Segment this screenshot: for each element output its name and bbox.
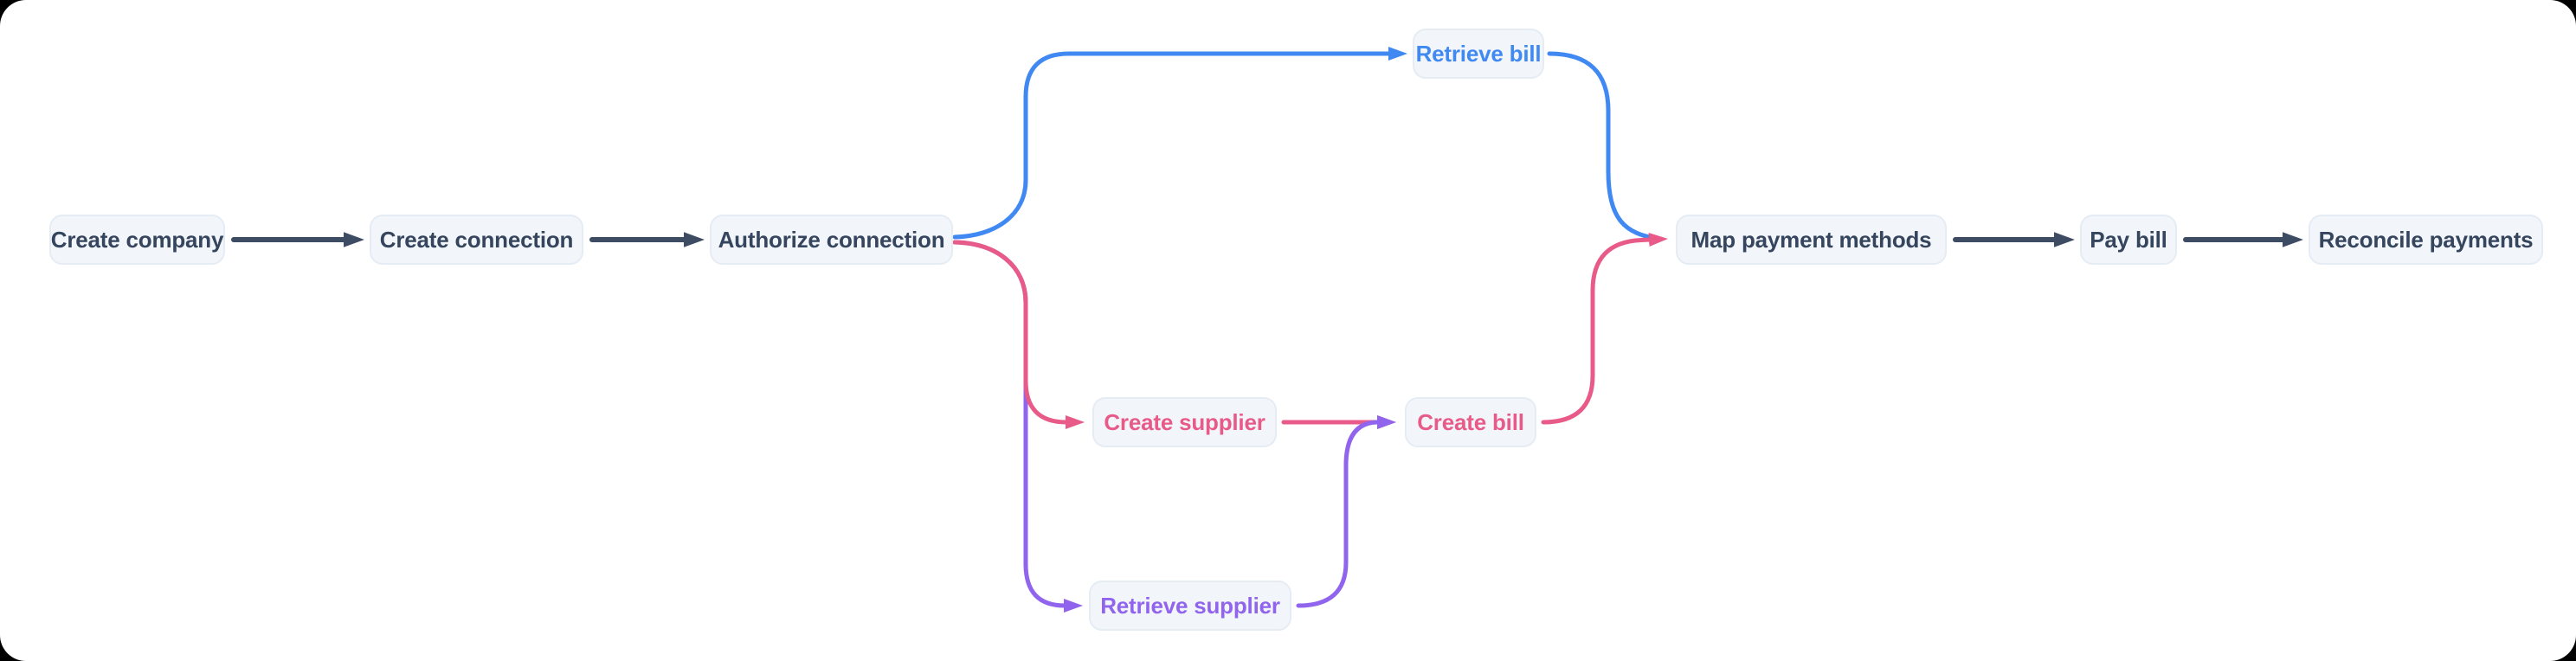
edge-authorize-connection-to-create-supplier (952, 240, 1085, 429)
node-create-company: Create company (49, 215, 225, 265)
node-retrieve-supplier: Retrieve supplier (1089, 581, 1291, 631)
node-pay-bill: Pay bill (2080, 215, 2177, 265)
node-retrieve-bill: Retrieve bill (1413, 29, 1544, 79)
node-create-supplier: Create supplier (1092, 397, 1277, 447)
node-map-payment-methods: Map payment methods (1676, 215, 1947, 265)
edge-authorize-connection-to-retrieve-supplier (952, 240, 1083, 613)
node-create-bill: Create bill (1405, 397, 1536, 447)
edge-retrieve-supplier-to-create-bill (1296, 415, 1396, 608)
edge-create-bill-to-map-payment-methods (1541, 233, 1668, 425)
node-create-connection: Create connection (370, 215, 583, 265)
node-reconcile-payments: Reconcile payments (2309, 215, 2543, 265)
node-authorize-connection: Authorize connection (710, 215, 953, 265)
edge-authorize-connection-to-retrieve-bill (952, 47, 1407, 240)
edge-retrieve-bill-to-map-payment-methods (1547, 51, 1663, 241)
